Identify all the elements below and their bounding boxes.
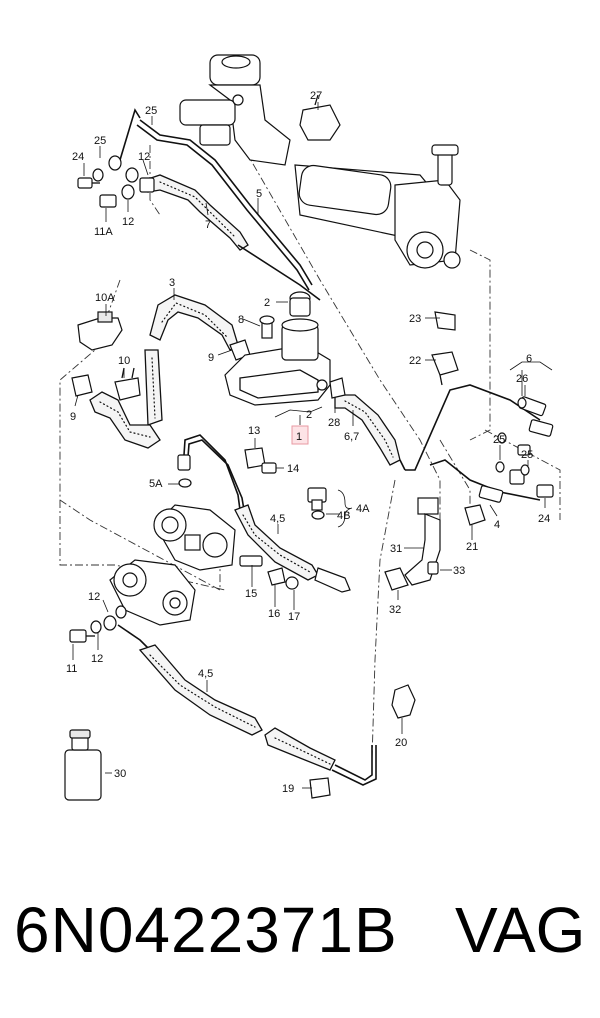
label-1: 1	[296, 431, 302, 443]
label-25: 25	[145, 105, 157, 117]
label-30: 30	[114, 768, 126, 780]
callout-labels: 25 25 24 12 11A 12 7 5 27 3 2 8 9 10A 10…	[66, 90, 550, 795]
clip-19	[309, 777, 331, 799]
label-12: 12	[91, 653, 103, 665]
label-4b: 4B	[337, 510, 350, 522]
label-9: 9	[70, 411, 76, 423]
power-steering-exploded-diagram: 25 25 24 12 11A 12 7 5 27 3 2 8 9 10A 10…	[59, 54, 561, 801]
label-25: 25	[493, 434, 505, 446]
label-4: 4	[494, 519, 500, 531]
label-24: 24	[538, 513, 550, 525]
label-11: 11	[66, 663, 77, 675]
label-33: 33	[453, 565, 465, 577]
fittings-15-16-17	[239, 555, 299, 590]
label-2: 2	[264, 297, 270, 309]
hose-4-5-lower	[117, 624, 377, 786]
label-25: 25	[94, 135, 106, 147]
assembly-outline-lines	[59, 145, 561, 761]
label-25: 25	[521, 449, 533, 461]
leader-lines	[72, 102, 553, 789]
part-27-clip	[299, 94, 341, 141]
clip-21	[464, 504, 486, 526]
fitting-4a-4b	[307, 487, 353, 528]
steering-rack	[294, 144, 461, 269]
pump-upper-assembly	[179, 54, 291, 166]
part-number: 6N0422371B	[14, 894, 398, 966]
pump-middle	[153, 504, 236, 571]
hose-6-7	[329, 377, 406, 471]
label-2: 2	[306, 409, 312, 421]
label-5: 5	[256, 188, 262, 200]
pipe-4-5-upper	[177, 434, 351, 593]
fittings-11-12-lower	[69, 605, 127, 643]
label-20: 20	[395, 737, 407, 749]
label-6: 6	[526, 353, 532, 365]
label-9: 9	[208, 352, 214, 364]
bracket-31-32-33	[384, 497, 441, 591]
clip-22	[431, 351, 459, 386]
label-12: 12	[88, 591, 100, 603]
label-23: 23	[409, 313, 421, 325]
label-21: 21	[466, 541, 478, 553]
label-7: 7	[205, 219, 211, 231]
label-14: 14	[287, 463, 299, 475]
label-6-7: 6,7	[344, 431, 359, 443]
label-10: 10	[118, 355, 130, 367]
right-pipes	[405, 384, 554, 503]
label-4-5: 4,5	[270, 513, 285, 525]
label-5a: 5A	[149, 478, 163, 490]
label-13: 13	[248, 425, 260, 437]
label-19: 19	[282, 783, 294, 795]
clip-10a	[77, 311, 123, 351]
label-11a: 11A	[94, 226, 113, 238]
label-10a: 10A	[95, 292, 115, 304]
label-32: 32	[389, 604, 401, 616]
pipe-5	[119, 108, 313, 291]
label-31: 31	[390, 543, 402, 555]
part-1-highlight-box	[291, 425, 309, 445]
pump-lower	[109, 559, 196, 626]
label-4a: 4A	[356, 503, 370, 515]
top-left-fittings	[77, 155, 155, 208]
hose-3	[89, 294, 239, 449]
pipe-7-hose	[144, 174, 321, 301]
label-16: 16	[268, 608, 280, 620]
label-4-5: 4,5	[198, 668, 213, 680]
label-28: 28	[328, 417, 340, 429]
label-22: 22	[409, 355, 421, 367]
bracket-20	[391, 684, 416, 719]
fitting-13-14	[244, 447, 277, 474]
label-3: 3	[169, 277, 175, 289]
label-12: 12	[122, 216, 134, 228]
clip-9-left	[71, 374, 93, 397]
clip-10	[114, 367, 141, 401]
label-24: 24	[72, 151, 84, 163]
label-27: 27	[310, 90, 322, 102]
brand-name: VAG	[455, 894, 586, 966]
part-number-footer: 6N0422371B VAG	[0, 890, 600, 1000]
label-12: 12	[138, 151, 150, 163]
label-8: 8	[238, 314, 244, 326]
label-15: 15	[245, 588, 257, 600]
label-26: 26	[516, 373, 528, 385]
label-17: 17	[288, 611, 300, 623]
bottle-30	[64, 729, 102, 801]
clip-23	[434, 311, 456, 331]
